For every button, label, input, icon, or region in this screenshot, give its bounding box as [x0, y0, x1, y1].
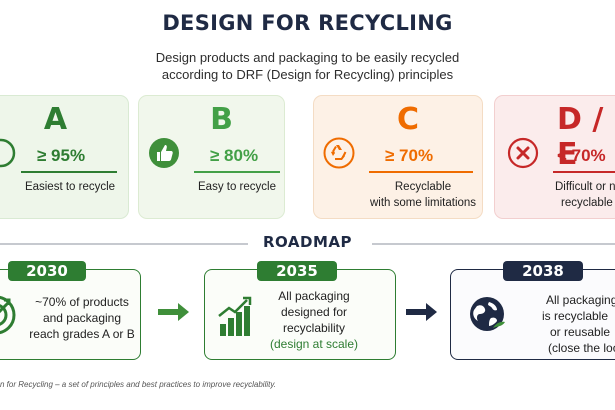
roadmap-text-line: (close the loop: [548, 341, 615, 355]
year-badge: 2035: [257, 261, 337, 281]
grade-card-c: C ≥ 70% Recyclable with some limitations: [313, 95, 483, 219]
roadmap-text-line: All packaging: [546, 293, 615, 307]
target-icon: [0, 138, 16, 168]
divider: [553, 171, 615, 173]
roadmap-text: ~70% of products and packaging reach gra…: [22, 294, 142, 342]
roadmap-text-line: is recyclable: [542, 309, 609, 323]
grade-letter: C: [396, 102, 420, 137]
grade-desc-line: Recyclable: [394, 181, 452, 193]
grade-card-de: D / E < 70% Difficult or n recyclable: [494, 95, 615, 219]
grade-description: Difficult or n recyclable: [555, 179, 615, 211]
roadmap-text-line: designed for: [280, 305, 348, 319]
grade-desc-line: Easiest to recycle: [24, 181, 116, 193]
divider: [0, 243, 248, 245]
divider: [369, 171, 473, 173]
roadmap-text-line: or reusable: [550, 325, 611, 339]
growth-chart-icon: [218, 296, 252, 336]
arrow-right-icon: [158, 303, 189, 321]
divider: [21, 171, 117, 173]
grade-letter: B: [210, 102, 233, 137]
grade-threshold: ≥ 80%: [210, 146, 259, 165]
arrow-right-icon: [406, 303, 437, 321]
grade-card-b: B ≥ 80% Easy to recycle: [138, 95, 285, 219]
roadmap-text-line: (design at scale): [269, 337, 359, 351]
x-circle-icon: [507, 137, 539, 169]
thumbs-up-icon: [149, 138, 179, 168]
roadmap-text-line: and packaging: [42, 311, 122, 325]
grade-desc-line: Easy to recycle: [198, 181, 276, 193]
subtitle-line: Design products and packaging to be easi…: [155, 50, 460, 65]
globe-leaf-icon: [470, 297, 505, 331]
target-arrow-icon: [0, 295, 16, 335]
grade-card-a: A ≥ 95% Easiest to recycle: [0, 95, 129, 219]
roadmap-text-line: All packaging: [278, 289, 350, 303]
grade-desc-line: Difficult or n: [555, 181, 615, 193]
subtitle-line: according to DRF (Design for Recycling) …: [161, 67, 454, 82]
grade-letter: D / E: [557, 102, 604, 172]
year-badge: 2030: [8, 261, 86, 281]
recycle-icon: [323, 137, 355, 169]
divider: [194, 171, 280, 173]
grade-threshold: < 70%: [557, 146, 606, 165]
grade-description: Easiest to recycle: [15, 179, 125, 195]
roadmap-text-line: ~70% of products: [35, 295, 129, 309]
roadmap-title: ROADMAP: [263, 233, 352, 251]
page-title: DESIGN FOR RECYCLING: [162, 11, 453, 35]
roadmap-text: All packaging designed for recyclability…: [256, 288, 372, 352]
grade-description: Recyclable with some limitations: [358, 179, 488, 211]
divider: [372, 243, 615, 245]
roadmap-text: All packaging is recyclable or reusable …: [530, 292, 615, 356]
grade-threshold: ≥ 70%: [385, 146, 434, 165]
grade-letter: A: [43, 102, 68, 137]
grade-desc-line: recyclable: [561, 197, 613, 209]
page-subtitle: Design products and packaging to be easi…: [0, 49, 615, 83]
roadmap-text-line: recyclability: [282, 321, 345, 335]
grade-description: Easy to recycle: [187, 179, 287, 195]
roadmap-text-line: reach grades A or B: [29, 327, 135, 341]
footnote: n for Recycling – a set of principles an…: [0, 380, 276, 389]
year-badge: 2038: [503, 261, 583, 281]
grade-desc-line: with some limitations: [369, 197, 477, 209]
grade-threshold: ≥ 95%: [37, 146, 86, 165]
